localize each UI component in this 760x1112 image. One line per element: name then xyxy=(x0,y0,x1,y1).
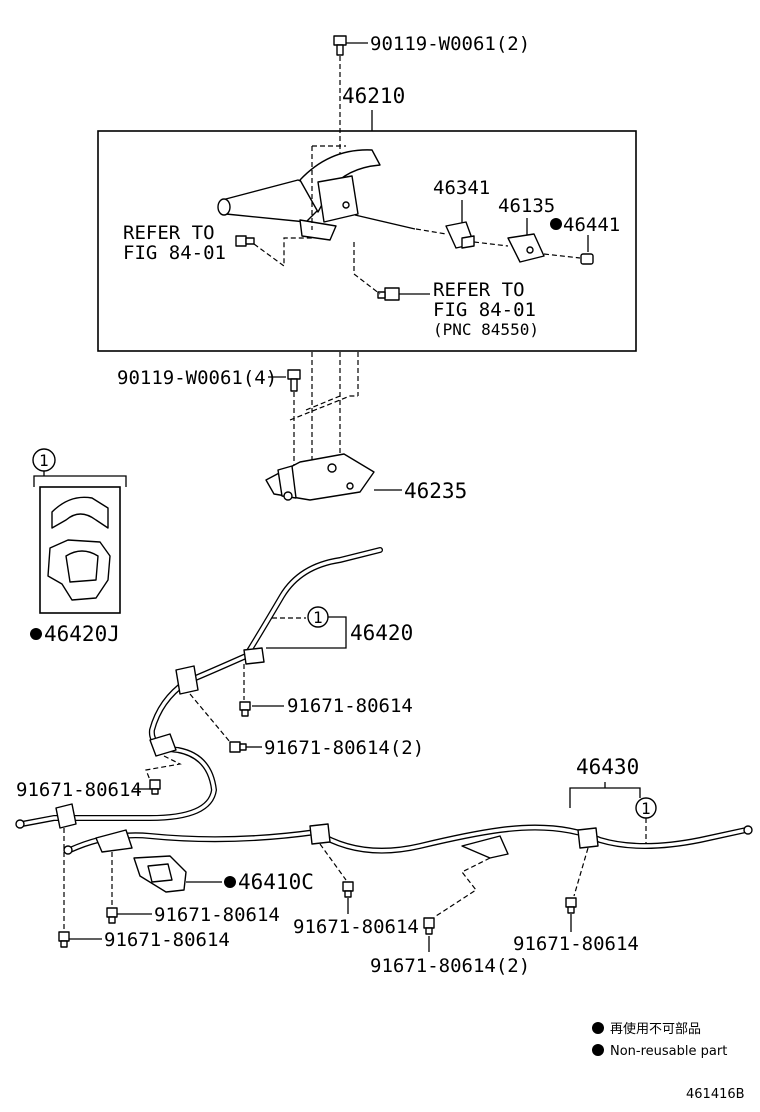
bolt-d-label: 91671-80614 xyxy=(154,904,280,926)
bolt-c-dash xyxy=(145,755,182,781)
holder-icon xyxy=(133,855,187,893)
bolt-c-icon xyxy=(149,779,161,795)
detail-ref-bracket xyxy=(33,471,127,487)
clamp-kit-label: 46420J xyxy=(44,622,120,646)
bolt-a-label: 91671-80614 xyxy=(287,695,413,717)
legend-line-en: Non-reusable part xyxy=(610,1044,727,1059)
bolt-a-icon xyxy=(239,701,251,717)
refer-right-line2: FIG 84-01 xyxy=(433,299,536,321)
lever-handle-icon xyxy=(217,149,416,241)
rear-cable-bracket xyxy=(569,782,641,808)
bolt-f-dash xyxy=(319,843,347,881)
bolt-h-dash xyxy=(573,847,589,897)
rear-cable-label: 46430 xyxy=(576,755,639,779)
clamp-kit-frame xyxy=(39,486,121,614)
front-cable-bracket xyxy=(266,616,347,649)
front-cable-label: 46420 xyxy=(350,621,413,645)
holder-label: 46410C xyxy=(238,870,314,894)
top-bolt-icon xyxy=(333,35,347,56)
top-bolt-label: 90119-W0061(2) xyxy=(370,33,530,55)
refer-left-dash xyxy=(253,237,312,268)
nut-icon xyxy=(580,253,594,265)
bolt-h-label: 91671-80614 xyxy=(513,933,639,955)
bolt-g-icon xyxy=(423,917,435,935)
bracket-dash-2 xyxy=(289,395,358,421)
figure-code: 461416B xyxy=(686,1087,745,1102)
non-reusable-dot-icon xyxy=(550,218,562,230)
refer-left-line1: REFER TO xyxy=(123,222,215,244)
bolt-d-icon xyxy=(106,907,118,924)
part-46135-label: 46135 xyxy=(498,195,555,217)
bolt-f-icon xyxy=(342,881,354,898)
lever-assy-frame xyxy=(97,130,637,352)
legend-dot-icon xyxy=(592,1022,604,1034)
rear-cable-ref-number: 1 xyxy=(641,799,651,818)
detail-ref-number: 1 xyxy=(39,451,49,470)
bolt-e-label: 91671-80614 xyxy=(104,929,230,951)
bolt-e-icon xyxy=(58,931,70,948)
bolt-b-label: 91671-80614(2) xyxy=(264,737,424,759)
bolt-g-label: 91671-80614(2) xyxy=(370,955,530,977)
bolt-h-icon xyxy=(565,897,577,914)
front-cable-icon xyxy=(15,547,383,829)
bracket-dash xyxy=(293,352,359,470)
cable-dash xyxy=(415,228,581,259)
adjuster-icon xyxy=(507,233,545,263)
refer-right-line1: REFER TO xyxy=(433,279,525,301)
lever-dash xyxy=(311,145,346,230)
part-46441-label: 46441 xyxy=(563,214,620,236)
bolt-f-label: 91671-80614 xyxy=(293,916,419,938)
non-reusable-dot-icon xyxy=(224,876,236,888)
bolt-g-dash xyxy=(435,857,491,917)
bracket-icon xyxy=(265,453,375,501)
legend-dot-icon xyxy=(592,1044,604,1056)
legend-line-ja: 再使用不可部品 xyxy=(610,1021,701,1037)
bolt-b-icon xyxy=(229,741,247,753)
rear-cable-icon xyxy=(63,823,753,859)
front-cable-ref-number: 1 xyxy=(313,608,323,627)
clamp-upper-icon xyxy=(51,496,109,529)
refer-left-bolt-icon xyxy=(235,235,255,247)
clamp-lower-icon xyxy=(47,539,111,601)
refer-right-pnc: (PNC 84550) xyxy=(433,320,539,339)
refer-right-clip-icon xyxy=(377,287,400,301)
equalizer-icon xyxy=(445,221,475,249)
lever-assy-label: 46210 xyxy=(342,84,405,108)
bolt-mid-icon xyxy=(287,369,301,392)
non-reusable-dot-icon xyxy=(30,628,42,640)
bolt-mid-label: 90119-W0061(4) xyxy=(117,367,277,389)
refer-right-dash xyxy=(353,242,381,295)
bolt-b-dash xyxy=(189,693,231,743)
refer-left-line2: FIG 84-01 xyxy=(123,242,226,264)
part-46341-label: 46341 xyxy=(433,177,490,199)
bracket-label: 46235 xyxy=(404,479,467,503)
bolt-c-label: 91671-80614 xyxy=(16,779,142,801)
